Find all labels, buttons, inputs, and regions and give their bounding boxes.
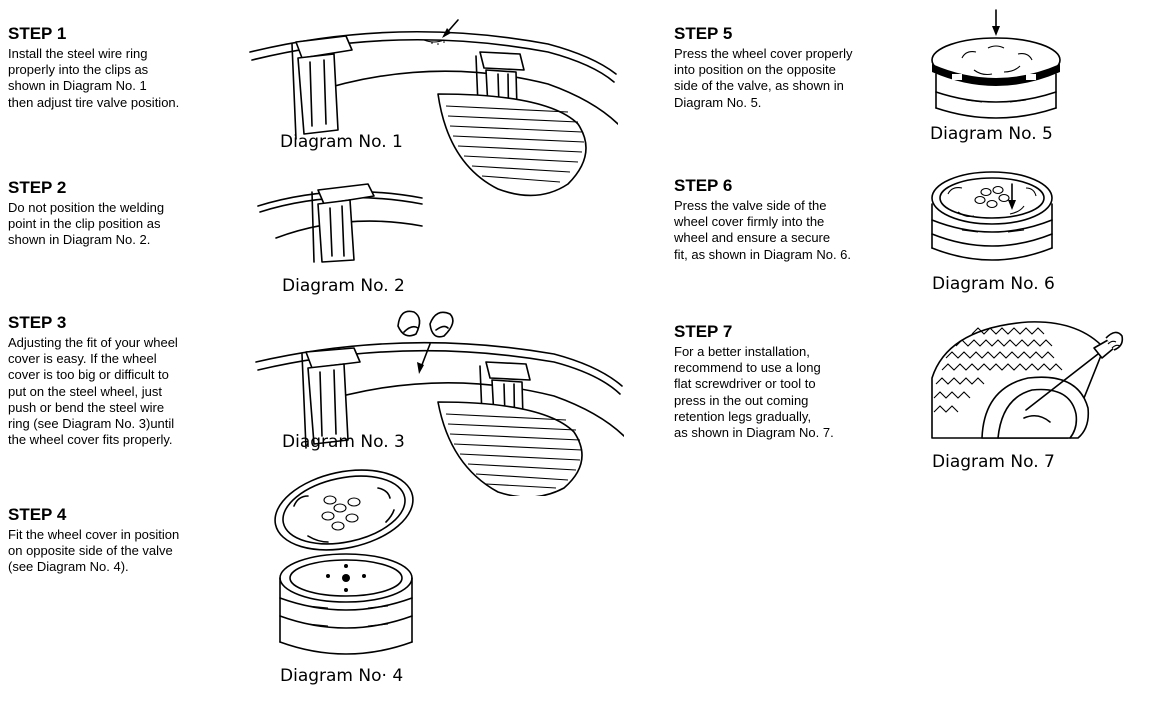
step-4: STEP 4 Fit the wheel cover in position o…: [8, 505, 240, 576]
step-3: STEP 3 Adjusting the fit of your wheel c…: [8, 313, 240, 448]
diagram-1: [248, 14, 618, 204]
step-5-title: STEP 5: [674, 24, 733, 43]
step-6-title: STEP 6: [674, 176, 733, 195]
bend-wire-ring-illustration: [255, 310, 624, 496]
welding-point-clip-illustration: [257, 183, 423, 263]
diagram-4: [268, 466, 428, 666]
diagram-5: [922, 8, 1062, 124]
diagram-2: [256, 176, 426, 266]
step-1-text: Install the steel wire ring properly int…: [8, 46, 180, 110]
step-6-text: Press the valve side of the wheel cover …: [674, 198, 852, 262]
diagram-1-caption: Diagram No. 1: [280, 132, 403, 152]
step-1: STEP 1 Install the steel wire ring prope…: [8, 24, 238, 111]
diagram-3: [254, 306, 624, 496]
diagram-5-caption: Diagram No. 5: [930, 124, 1053, 144]
step-2-text: Do not position the welding point in the…: [8, 200, 165, 248]
press-valve-side-illustration: [931, 171, 1053, 261]
diagram-6-caption: Diagram No. 6: [932, 274, 1055, 294]
diagram-3-caption: Diagram No. 3: [282, 432, 405, 452]
step-7-text: For a better installation, recommend to …: [674, 344, 834, 441]
diagram-7: [928, 318, 1124, 442]
step-3-text: Adjusting the fit of your wheel cover is…: [8, 335, 178, 448]
diagram-7-caption: Diagram No. 7: [932, 452, 1055, 472]
wire-ring-clip-illustration: [249, 19, 618, 197]
step-4-text: Fit the wheel cover in position on oppos…: [8, 527, 180, 575]
step-5-text: Press the wheel cover properly into posi…: [674, 46, 853, 110]
diagram-4-caption: Diagram No· 4: [280, 666, 404, 686]
step-3-title: STEP 3: [8, 313, 67, 332]
press-cover-illustration: [931, 9, 1061, 119]
diagram-2-caption: Diagram No. 2: [282, 276, 405, 296]
fit-wheel-cover-illustration: [274, 469, 414, 655]
step-7: STEP 7 For a better installation, recomm…: [674, 322, 904, 441]
screwdriver-tire-illustration: [931, 321, 1124, 439]
step-2: STEP 2 Do not position the welding point…: [8, 178, 238, 249]
step-1-title: STEP 1: [8, 24, 67, 43]
step-6: STEP 6 Press the valve side of the wheel…: [674, 176, 904, 263]
step-7-title: STEP 7: [674, 322, 733, 341]
step-5: STEP 5 Press the wheel cover properly in…: [674, 24, 904, 111]
step-2-title: STEP 2: [8, 178, 67, 197]
step-4-title: STEP 4: [8, 505, 67, 524]
diagram-6: [926, 164, 1060, 268]
